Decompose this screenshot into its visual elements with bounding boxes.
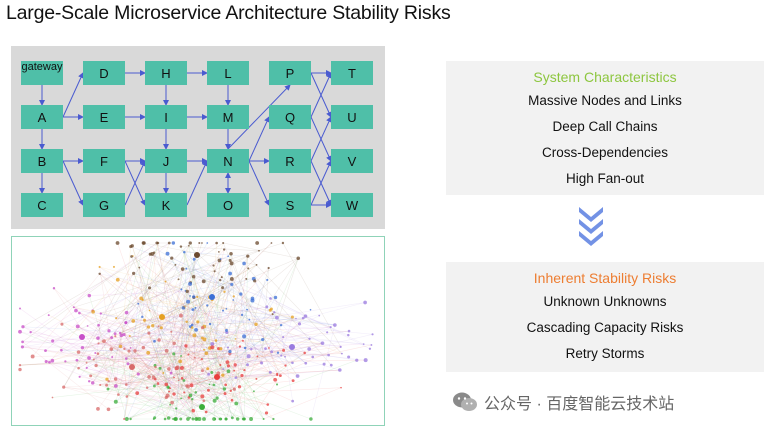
graph-node-k: K: [145, 193, 187, 217]
topology-network-graphic: [18, 241, 374, 421]
characteristic-item: Deep Call Chains: [552, 119, 658, 134]
watermark: 公众号 · 百度智能云技术站: [452, 389, 674, 415]
graph-node-g: G: [83, 193, 125, 217]
graph-edge: [62, 72, 84, 118]
graph-edge: [227, 84, 291, 150]
risk-item: Unknown Unknowns: [543, 294, 667, 309]
service-topology-image: [11, 236, 385, 426]
graph-node-u: U: [331, 105, 373, 129]
graph-node-o: O: [207, 193, 249, 217]
dependency-edges: [39, 70, 332, 208]
graph-node-d: D: [83, 61, 125, 85]
graph-node-n: N: [207, 149, 249, 173]
graph-node-w: W: [331, 193, 373, 217]
risks-card: Inherent Stability Risks Unknown Unknown…: [446, 262, 764, 372]
graph-edge: [248, 160, 270, 206]
graph-node-t: T: [331, 61, 373, 85]
wechat-icon: [453, 392, 477, 411]
graph-node-f: F: [83, 149, 125, 173]
graph-node-i: I: [145, 105, 187, 129]
graph-node-a: A: [21, 105, 63, 129]
graph-node-m: M: [207, 105, 249, 129]
page-title: Large-Scale Microservice Architecture St…: [6, 2, 451, 24]
chevron-down-icon: [579, 207, 603, 246]
graph-node-b: B: [21, 149, 63, 173]
graph-node-h: H: [145, 61, 187, 85]
watermark-text: 公众号 · 百度智能云技术站: [484, 396, 675, 413]
graph-node-c: C: [21, 193, 63, 217]
characteristic-item: Cross-Dependencies: [541, 145, 669, 160]
graph-edge: [310, 116, 332, 162]
graph-node-s: S: [269, 193, 311, 217]
graph-node-j: J: [145, 149, 187, 173]
graph-edge: [248, 116, 270, 162]
risk-item: Retry Storms: [565, 346, 645, 361]
characteristics-heading: System Characteristics: [533, 69, 677, 85]
risks-heading: Inherent Stability Risks: [533, 270, 677, 286]
graph-edge: [186, 160, 208, 206]
graph-node-r: R: [269, 149, 311, 173]
characteristics-card: System Characteristics Massive Nodes and…: [446, 61, 764, 195]
graph-node-q: Q: [269, 105, 311, 129]
graph-edge: [310, 160, 332, 206]
graph-node-v: V: [331, 149, 373, 173]
graph-edge: [62, 160, 84, 206]
graph-node-p: P: [269, 61, 311, 85]
graph-node-gw: gateway: [21, 61, 63, 85]
graph-edge: [124, 160, 146, 206]
characteristic-item: Massive Nodes and Links: [528, 93, 682, 108]
graph-node-l: L: [207, 61, 249, 85]
graph-edge: [310, 72, 332, 118]
graph-node-e: E: [83, 105, 125, 129]
risk-item: Cascading Capacity Risks: [526, 320, 684, 335]
characteristic-item: High Fan-out: [565, 171, 645, 186]
